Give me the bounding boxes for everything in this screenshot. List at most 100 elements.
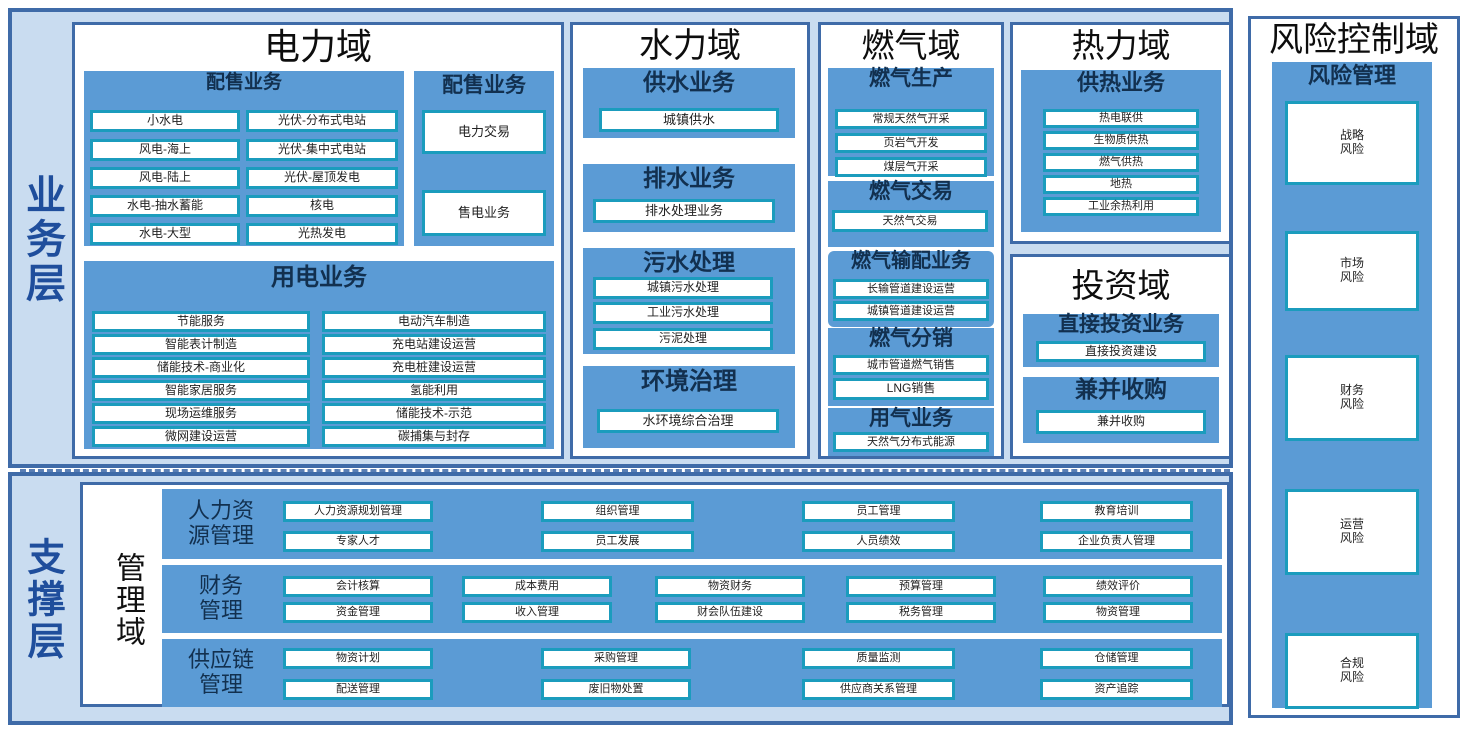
group-risk-management-title: 风险管理: [1307, 63, 1396, 88]
group-water-sewage-title: 污水处理: [643, 249, 735, 275]
item-water-sludge[interactable]: 污泥处理: [593, 328, 773, 350]
item-sc-material-plan[interactable]: 物资计划: [283, 648, 433, 669]
group-water-drainage-title: 排水业务: [643, 165, 735, 191]
item-sc-warehousing[interactable]: 仓储管理: [1040, 648, 1193, 669]
item-fin-accounting[interactable]: 会计核算: [283, 576, 433, 597]
item-gas-coalbed[interactable]: 煤层气开采: [835, 157, 987, 177]
item-gas-distributed-energy[interactable]: 天然气分布式能源: [833, 432, 989, 452]
item-sc-asset-tracking[interactable]: 资产追踪: [1040, 679, 1193, 700]
domain-gas-title: 燃气域: [861, 27, 961, 64]
item-power-nuclear[interactable]: 核电: [246, 195, 398, 217]
item-fin-team-building[interactable]: 财会队伍建设: [655, 602, 805, 623]
item-hr-organization[interactable]: 组织管理: [541, 501, 694, 522]
item-power-pv-distributed[interactable]: 光伏-分布式电站: [246, 110, 398, 132]
group-gas-trading-title: 燃气交易: [869, 180, 953, 203]
item-gas-lng-sales[interactable]: LNG销售: [833, 378, 989, 400]
item-risk-strategic[interactable]: 战略 风险: [1285, 101, 1419, 185]
group-water-environment-title: 环境治理: [641, 368, 737, 395]
item-heat-chp[interactable]: 热电联供: [1043, 109, 1199, 128]
item-gas-city-pipeline-sales[interactable]: 城市管道燃气销售: [833, 355, 989, 375]
item-power-ev-manufacturing[interactable]: 电动汽车制造: [322, 311, 546, 332]
item-merger-acquisition[interactable]: 兼并收购: [1036, 410, 1206, 434]
item-power-wind-offshore[interactable]: 风电-海上: [90, 139, 240, 161]
item-power-onsite-om[interactable]: 现场运维服务: [92, 403, 310, 424]
item-gas-urban-pipeline[interactable]: 城镇管道建设运营: [833, 301, 989, 321]
item-water-env-governance[interactable]: 水环境综合治理: [597, 409, 779, 433]
item-power-smart-home[interactable]: 智能家居服务: [92, 380, 310, 401]
domain-power-title: 电力域: [263, 26, 372, 67]
management-domain-label: 管理域: [111, 552, 144, 648]
item-hr-employee-mgmt[interactable]: 员工管理: [802, 501, 955, 522]
domain-water-title: 水力域: [639, 27, 741, 65]
item-sc-delivery[interactable]: 配送管理: [283, 679, 433, 700]
item-power-xiaoshuidian[interactable]: 小水电: [90, 110, 240, 132]
item-risk-compliance[interactable]: 合规 风险: [1285, 633, 1419, 709]
item-fin-revenue[interactable]: 收入管理: [462, 602, 612, 623]
item-gas-longline-pipeline[interactable]: 长输管道建设运营: [833, 279, 989, 299]
item-heat-industrial-waste[interactable]: 工业余热利用: [1043, 197, 1199, 216]
item-risk-financial[interactable]: 财务 风险: [1285, 355, 1419, 441]
item-fin-material-mgmt[interactable]: 物资管理: [1043, 602, 1193, 623]
item-hr-executive-mgmt[interactable]: 企业负责人管理: [1040, 531, 1193, 552]
item-power-hydro-large[interactable]: 水电-大型: [90, 223, 240, 245]
item-water-urban-sewage[interactable]: 城镇污水处理: [593, 277, 773, 299]
item-gas-conventional[interactable]: 常规天然气开采: [835, 109, 987, 129]
item-heat-biomass[interactable]: 生物质供热: [1043, 131, 1199, 150]
group-gas-production-title: 燃气生产: [869, 67, 953, 90]
item-fin-cost[interactable]: 成本费用: [462, 576, 612, 597]
item-sc-supplier-relation[interactable]: 供应商关系管理: [802, 679, 955, 700]
item-risk-operational[interactable]: 运营 风险: [1285, 489, 1419, 575]
item-water-drainage-treatment[interactable]: 排水处理业务: [593, 199, 775, 223]
item-power-microgrid[interactable]: 微网建设运营: [92, 426, 310, 447]
item-power-solar-thermal[interactable]: 光热发电: [246, 223, 398, 245]
item-heat-geothermal[interactable]: 地热: [1043, 175, 1199, 194]
layer-divider: [20, 469, 1230, 472]
domain-heat-title: 热力域: [1071, 27, 1171, 64]
group-gas-transport-title: 燃气输配业务: [851, 250, 971, 272]
item-power-hydro-pumped[interactable]: 水电-抽水蓄能: [90, 195, 240, 217]
item-fin-funds[interactable]: 资金管理: [283, 602, 433, 623]
item-power-smart-meter[interactable]: 智能表计制造: [92, 334, 310, 355]
item-water-industrial-sewage[interactable]: 工业污水处理: [593, 302, 773, 324]
item-power-trading[interactable]: 电力交易: [422, 110, 546, 154]
item-power-storage-commercial[interactable]: 储能技术-商业化: [92, 357, 310, 378]
item-fin-budget[interactable]: 预算管理: [846, 576, 996, 597]
item-power-energy-saving[interactable]: 节能服务: [92, 311, 310, 332]
item-power-wind-onshore[interactable]: 风电-陆上: [90, 167, 240, 189]
item-power-storage-demo[interactable]: 储能技术-示范: [322, 403, 546, 424]
item-gas-shale[interactable]: 页岩气开发: [835, 133, 987, 153]
item-heat-gas[interactable]: 燃气供热: [1043, 153, 1199, 172]
item-hr-employee-development[interactable]: 员工发展: [541, 531, 694, 552]
group-merger-acquisition-title: 兼并收购: [1075, 376, 1167, 402]
item-fin-tax[interactable]: 税务管理: [846, 602, 996, 623]
domain-investment-title: 投资域: [1071, 267, 1171, 304]
item-power-ccus[interactable]: 碳捕集与封存: [322, 426, 546, 447]
group-water-supply-title: 供水业务: [643, 69, 735, 95]
item-power-charging-station[interactable]: 充电站建设运营: [322, 334, 546, 355]
item-hr-planning[interactable]: 人力资源规划管理: [283, 501, 433, 522]
group-power-distribution-sales-title: 配售业务: [205, 72, 282, 93]
item-sc-procurement[interactable]: 采购管理: [541, 648, 691, 669]
item-power-retail[interactable]: 售电业务: [422, 190, 546, 236]
item-power-pv-centralized[interactable]: 光伏-集中式电站: [246, 139, 398, 161]
item-hr-education-training[interactable]: 教育培训: [1040, 501, 1193, 522]
item-power-charging-pile[interactable]: 充电桩建设运营: [322, 357, 546, 378]
item-fin-performance-eval[interactable]: 绩效评价: [1043, 576, 1193, 597]
group-power-consumption-title: 用电业务: [271, 264, 367, 291]
group-power-sales-title: 配售业务: [442, 74, 526, 97]
item-water-urban-supply[interactable]: 城镇供水: [599, 108, 779, 132]
item-fin-material-finance[interactable]: 物资财务: [655, 576, 805, 597]
domain-risk-title: 风险控制域: [1269, 21, 1439, 59]
item-hr-performance[interactable]: 人员绩效: [802, 531, 955, 552]
item-gas-natural-trading[interactable]: 天然气交易: [832, 210, 988, 232]
item-sc-quality-monitoring[interactable]: 质量监测: [802, 648, 955, 669]
item-risk-market[interactable]: 市场 风险: [1285, 231, 1419, 311]
item-direct-investment-construction[interactable]: 直接投资建设: [1036, 341, 1206, 362]
group-direct-investment-title: 直接投资业务: [1058, 313, 1184, 336]
support-row-hr-label: 人力资 源管理: [187, 498, 254, 548]
item-sc-waste-disposal[interactable]: 废旧物处置: [541, 679, 691, 700]
item-hr-expert-talent[interactable]: 专家人才: [283, 531, 433, 552]
item-power-pv-rooftop[interactable]: 光伏-屋顶发电: [246, 167, 398, 189]
item-power-hydrogen[interactable]: 氢能利用: [322, 380, 546, 401]
